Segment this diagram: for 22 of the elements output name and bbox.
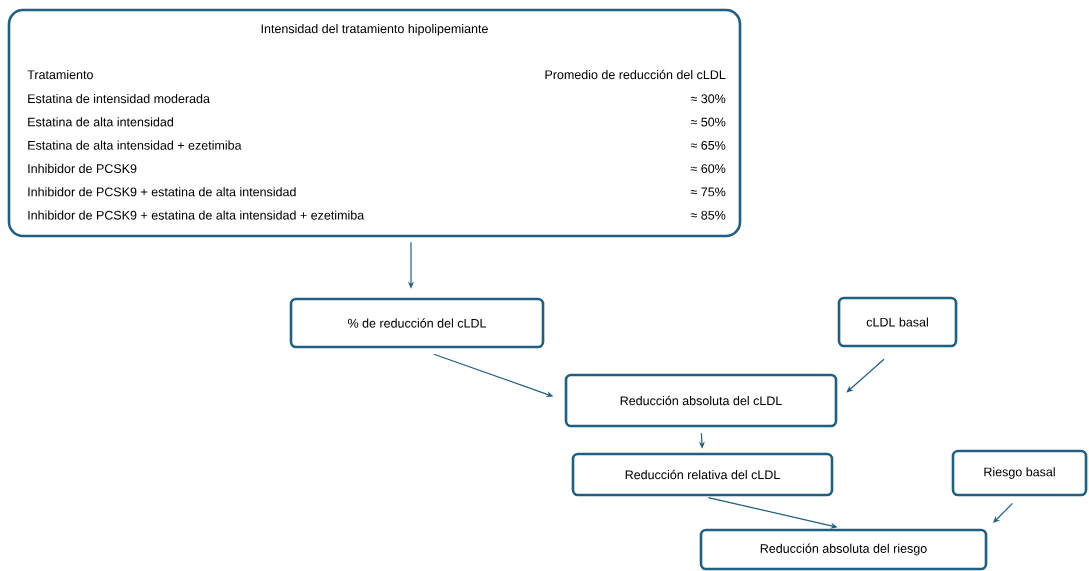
table-cell: Inhibidor de PCSK9 + estatina de alta intensidad (28, 187, 296, 197)
table-cell: Estatina de alta intensidad (28, 117, 173, 127)
process-box: cLDL basal (837, 296, 958, 348)
table-cell: ≈ 65% (690, 140, 726, 150)
table-cell: ≈ 60% (690, 164, 726, 174)
table-cell: ≈ 85% (690, 210, 726, 220)
process-box: Riesgo basal (951, 449, 1088, 497)
table-cell: Inhibidor de PCSK9 + estatina de alta intensidad + ezetimiba (28, 210, 365, 220)
process-box: Reducción absoluta del riesgo (699, 528, 988, 571)
column-header: Promedio de reducción del cLDL (545, 69, 726, 80)
column-header: Tratamiento (27, 69, 93, 80)
table-cell: ≈ 30% (690, 94, 726, 104)
table-title: Intensidad del tratamiento hipolipemiante (261, 23, 488, 36)
table-cell: Estatina de intensidad moderada (28, 93, 210, 104)
arrow (846, 358, 885, 393)
process-box: % de reducción del cLDL (289, 297, 545, 349)
table-cell: Inhibidor de PCSK9 (28, 163, 137, 174)
table-cell: ≈ 75% (690, 187, 726, 197)
process-box: Reducción absoluta del cLDL (564, 373, 838, 428)
table-cell: Estatina de alta intensidad + ezetimiba (28, 140, 242, 150)
table-cell: ≈ 50% (690, 117, 726, 127)
process-box: Reducción relativa del cLDL (571, 452, 834, 497)
